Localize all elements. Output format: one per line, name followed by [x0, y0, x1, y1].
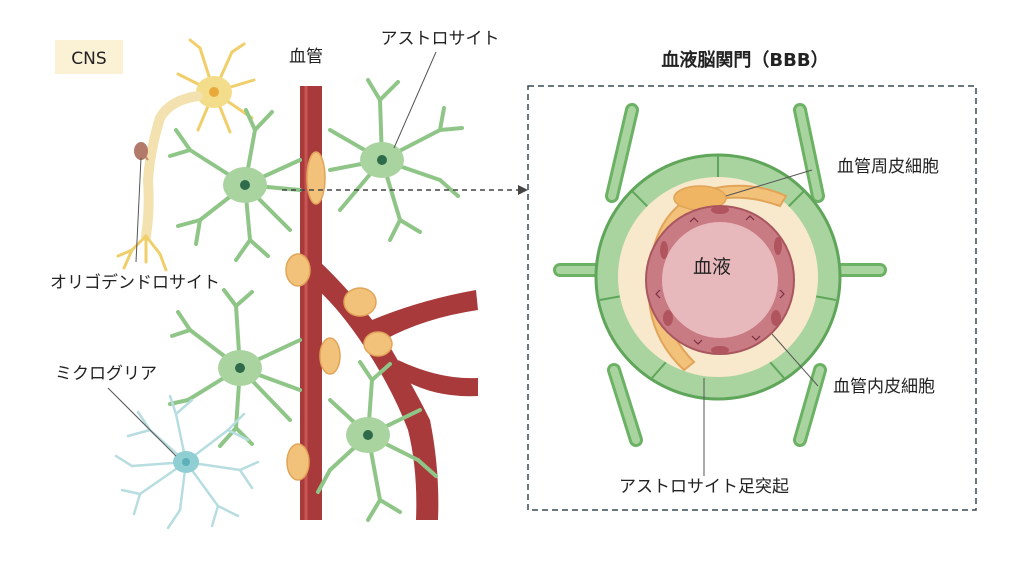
microglia-label: ミクログリア: [55, 364, 157, 384]
microglia: [114, 394, 260, 530]
astrocyte-label: アストロサイト: [381, 29, 500, 49]
cns-label-box: [55, 40, 123, 74]
bbb-panel: 血液脳関門（BBB）: [527, 49, 977, 511]
astrocyte-upper-left: [168, 108, 302, 262]
cns-illustration: CNS: [50, 29, 528, 530]
oligodendrocyte: [116, 38, 256, 272]
astrocyte-upper-right: [328, 78, 464, 242]
blood-lumen: [662, 222, 778, 338]
endothelial-label: 血管内皮細胞: [833, 377, 935, 397]
astrocyte-lower-left: [168, 288, 302, 448]
oligodendrocyte-label: オリゴデンドロサイト: [50, 272, 220, 293]
blood-vessel: [285, 86, 478, 520]
blood-vessel-label: 血管: [289, 47, 323, 67]
bbb-title: 血液脳関門（BBB）: [661, 49, 828, 71]
blood-label: 血液: [693, 256, 731, 278]
astrocyte-lower-right: [316, 360, 438, 522]
pericyte-label: 血管周皮細胞: [837, 157, 939, 177]
bbb-frame: [527, 85, 977, 511]
zoom-arrow-head: [518, 185, 528, 195]
astro-endfoot-label: アストロサイト足突起: [619, 477, 789, 497]
cns-label: CNS: [71, 49, 106, 69]
